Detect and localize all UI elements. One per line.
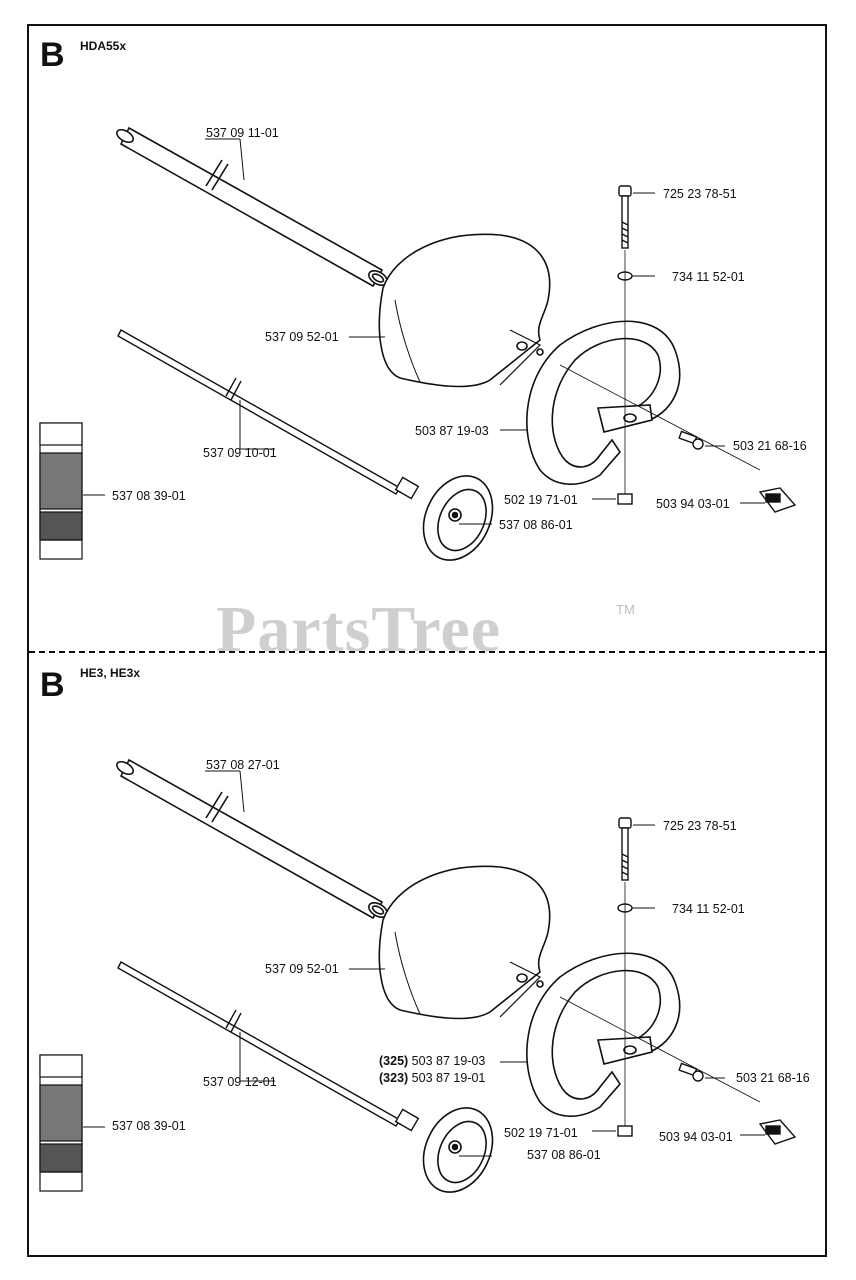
part-label-washer: 734 11 52-01	[672, 902, 745, 916]
section-model: HE3, HE3x	[80, 666, 141, 680]
part-label-cup: 537 08 86-01	[527, 1148, 601, 1162]
part-label-bolt: 725 23 78-51	[663, 819, 737, 833]
section-divider	[29, 651, 825, 653]
section-letter: B	[40, 36, 65, 74]
diagram-frame	[27, 24, 827, 1257]
part-label-screw: 503 21 68-16	[736, 1071, 810, 1085]
part-label-handle-325: (325) 503 87 19-03	[379, 1054, 486, 1068]
part-label-decal: 537 08 39-01	[112, 489, 186, 503]
section-model: HDA55x	[80, 39, 127, 53]
part-label-cup: 537 08 86-01	[499, 518, 573, 532]
part-label-handle: 503 87 19-03	[415, 424, 489, 438]
part-label-guard: 537 09 52-01	[265, 330, 339, 344]
part-label-clip: 503 94 03-01	[656, 497, 730, 511]
watermark-tm: TM	[616, 602, 635, 617]
part-label-nut: 502 19 71-01	[504, 493, 578, 507]
part-label-handle-323: (323) 503 87 19-01	[379, 1071, 486, 1085]
part-label-shaft: 537 09 12-01	[203, 1075, 277, 1089]
part-label-guard: 537 09 52-01	[265, 962, 339, 976]
section-letter: B	[40, 666, 65, 704]
part-label-screw: 503 21 68-16	[733, 439, 807, 453]
part-label-nut: 502 19 71-01	[504, 1126, 578, 1140]
part-label-clip: 503 94 03-01	[659, 1130, 733, 1144]
part-label-tube: 537 08 27-01	[206, 758, 280, 772]
part-label-tube: 537 09 11-01	[206, 126, 279, 140]
watermark: PartsTree	[216, 593, 502, 666]
part-label-shaft: 537 09 10-01	[203, 446, 277, 460]
part-label-washer: 734 11 52-01	[672, 270, 745, 284]
part-label-decal: 537 08 39-01	[112, 1119, 186, 1133]
part-label-bolt: 725 23 78-51	[663, 187, 737, 201]
